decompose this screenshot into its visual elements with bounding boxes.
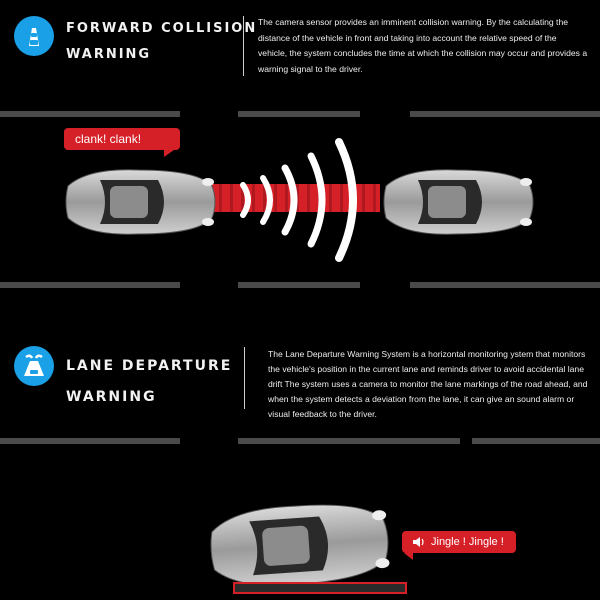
lane-departure-icon bbox=[14, 346, 54, 386]
lane-marking bbox=[238, 282, 360, 288]
lane-marking bbox=[238, 438, 460, 444]
radar-waves-icon bbox=[240, 138, 357, 262]
bubble-tail bbox=[164, 150, 174, 157]
collision-alert-text: clank! clank! bbox=[75, 132, 142, 146]
lane-alert-bubble: Jingle ! Jingle ! bbox=[402, 531, 516, 553]
drifting-car bbox=[203, 502, 393, 588]
lane-title-line2: Warning bbox=[66, 389, 157, 405]
forward-description: The camera sensor provides an imminent c… bbox=[258, 17, 588, 74]
lane-description: The Lane Departure Warning System is a h… bbox=[268, 349, 588, 419]
forward-title-line1: Forward Collision bbox=[66, 21, 258, 36]
forward-collision-icon bbox=[14, 16, 54, 56]
bubble-tail bbox=[404, 553, 413, 560]
lane-marking bbox=[472, 438, 600, 444]
lane-marking bbox=[410, 282, 600, 288]
lane-marking bbox=[0, 282, 180, 288]
lane-marking bbox=[238, 111, 360, 117]
rear-car bbox=[58, 166, 218, 238]
forward-separator bbox=[243, 16, 244, 76]
lane-marking bbox=[410, 111, 600, 117]
forward-title-line2: Warning bbox=[66, 47, 152, 62]
lane-warning-marker bbox=[233, 582, 407, 594]
collision-alert-bubble: clank! clank! bbox=[64, 128, 180, 150]
front-car bbox=[376, 166, 536, 238]
lane-alert-text: Jingle ! Jingle ! bbox=[431, 536, 504, 548]
lane-separator bbox=[244, 347, 245, 409]
lane-marking bbox=[0, 438, 180, 444]
lane-marking bbox=[0, 111, 180, 117]
lane-title-line1: Lane Departure bbox=[66, 358, 233, 374]
speaker-icon bbox=[413, 537, 424, 547]
